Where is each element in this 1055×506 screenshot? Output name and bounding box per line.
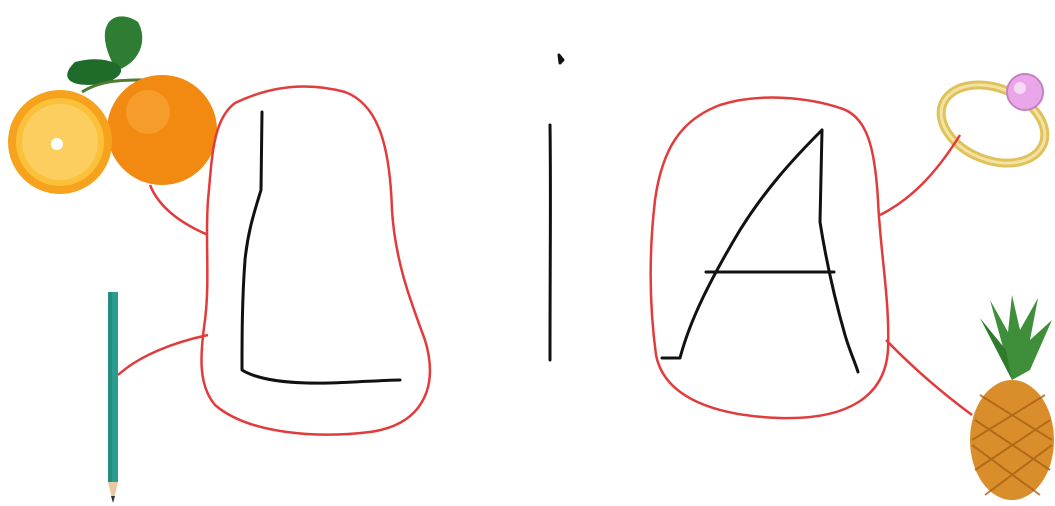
connector-orange (150, 185, 208, 235)
handwritten-letters (242, 55, 858, 383)
pineapple-picture (970, 295, 1054, 500)
letter-i-dot (559, 55, 563, 63)
connector-pineapple (886, 340, 972, 415)
ring-picture (929, 70, 1055, 177)
letter-a-right (820, 130, 858, 372)
pencil-picture (108, 292, 118, 503)
orange-picture (8, 16, 217, 194)
connector-ring (880, 135, 960, 215)
letter-a-left (662, 130, 822, 358)
outline-right (651, 98, 889, 419)
connector-pencil (118, 335, 208, 375)
letter-l (242, 112, 400, 383)
